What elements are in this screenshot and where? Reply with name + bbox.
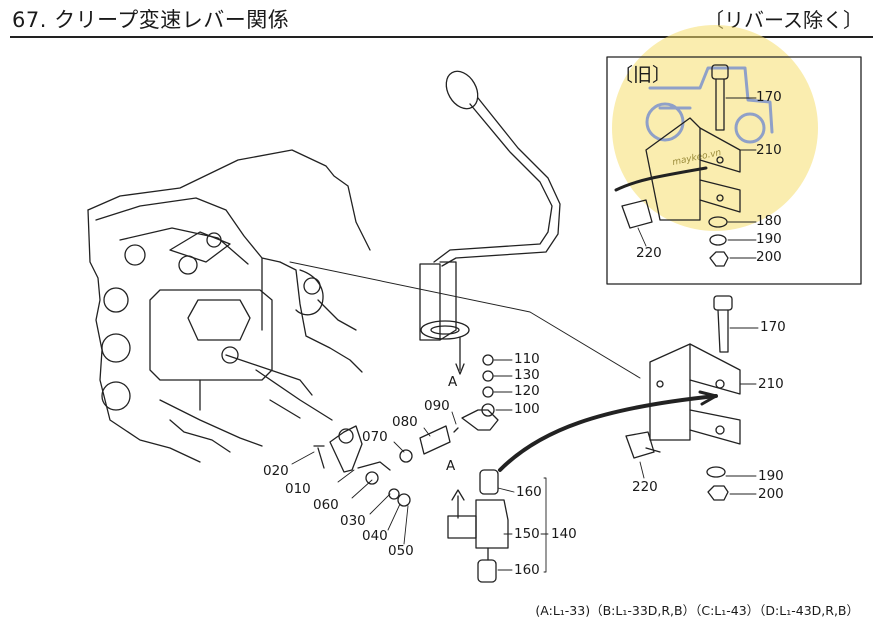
callout-170: 170 (760, 319, 786, 335)
callout-160-top: 160 (516, 484, 542, 500)
bracket-assembly (447, 469, 509, 583)
inset-callout-170: 170 (756, 89, 782, 105)
callout-070: 070 (362, 429, 388, 445)
callout-060: 060 (313, 497, 339, 513)
callout-020: 020 (263, 463, 289, 479)
inset-callout-210: 210 (756, 142, 782, 158)
model-applicability-note: (A:L₁-33)（B:L₁-33D,R,B）（C:L₁-43）（D:L₁-43… (535, 603, 859, 618)
callout-040: 040 (362, 528, 388, 544)
inset-callout-190: 190 (756, 231, 782, 247)
callout-140: 140 (551, 526, 577, 542)
reference-line (289, 261, 641, 379)
lever-fittings (313, 354, 499, 507)
link-rod-arrow (698, 390, 718, 406)
shaft-link (255, 369, 333, 421)
creep-shift-lever (419, 70, 561, 375)
callout-210: 210 (758, 376, 784, 392)
inset-parts (614, 64, 741, 267)
callout-130: 130 (514, 367, 540, 383)
inset-callout-220: 220 (636, 245, 662, 261)
callout-220: 220 (632, 479, 658, 495)
callout-100: 100 (514, 401, 540, 417)
callout-150: 150 (514, 526, 540, 542)
transmission-housing (87, 149, 371, 463)
callout-110: 110 (514, 351, 540, 367)
link-rod (498, 394, 718, 472)
inset-callout-200: 200 (756, 249, 782, 265)
callout-200: 200 (758, 486, 784, 502)
view-marker-a-lower: A (446, 458, 456, 474)
tractor-icon (645, 66, 774, 144)
callout-010: 010 (285, 481, 311, 497)
callout-050: 050 (388, 543, 414, 559)
callout-090: 090 (424, 398, 450, 414)
callout-080: 080 (392, 414, 418, 430)
watermark-logo (612, 25, 818, 231)
page-title: 67. クリープ変速レバー関係 (12, 8, 290, 32)
callout-030: 030 (340, 513, 366, 529)
view-marker-a-upper: A (448, 374, 458, 390)
leader-lines (291, 97, 759, 573)
inset-callout-180: 180 (756, 213, 782, 229)
callout-120: 120 (514, 383, 540, 399)
callout-190: 190 (758, 468, 784, 484)
title-rule (10, 36, 873, 38)
main-bracket (625, 295, 741, 501)
callout-160-bottom: 160 (514, 562, 540, 578)
inset-frame (606, 56, 862, 285)
inset-label: 〔旧〕 (614, 64, 672, 86)
